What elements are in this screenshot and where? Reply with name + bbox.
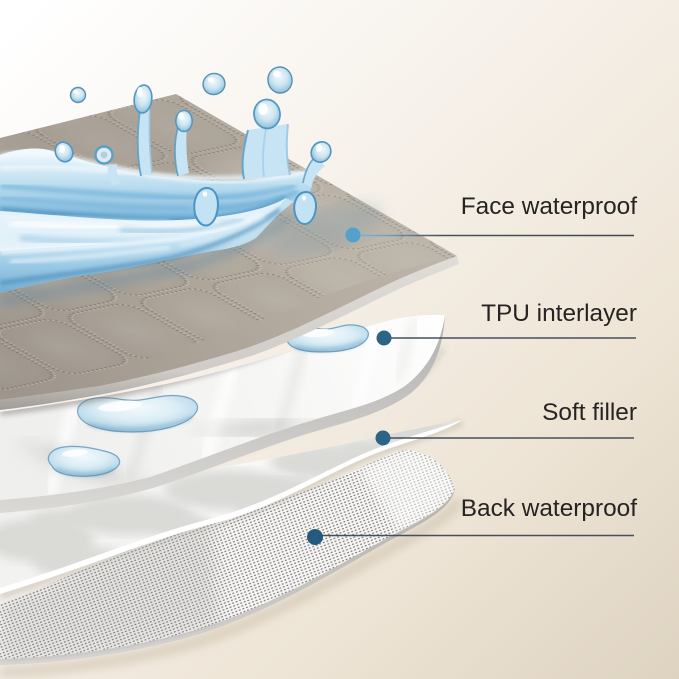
svg-text:Face waterproof: Face waterproof xyxy=(461,193,637,220)
svg-text:Back waterproof: Back waterproof xyxy=(461,495,637,522)
svg-text:Soft filler: Soft filler xyxy=(542,399,637,426)
svg-text:TPU interlayer: TPU interlayer xyxy=(481,300,637,327)
